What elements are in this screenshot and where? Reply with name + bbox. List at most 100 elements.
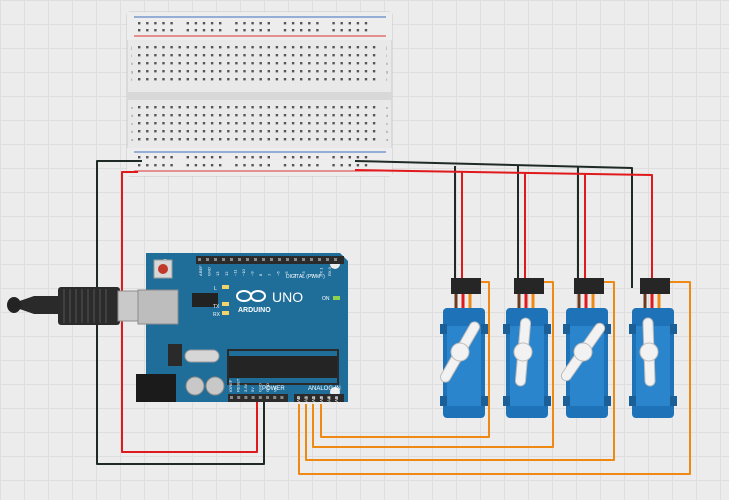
terminal-hole[interactable] xyxy=(300,46,303,49)
rail-hole[interactable] xyxy=(356,156,360,159)
analog-pin[interactable] xyxy=(304,396,308,399)
rail-hole[interactable] xyxy=(138,156,141,159)
terminal-hole[interactable] xyxy=(251,114,254,117)
rail-hole[interactable] xyxy=(308,156,311,159)
terminal-hole[interactable] xyxy=(194,106,198,109)
terminal-hole[interactable] xyxy=(138,46,141,49)
rail-hole[interactable] xyxy=(194,29,198,32)
digital-pin[interactable] xyxy=(326,258,329,261)
terminal-hole[interactable] xyxy=(243,70,246,73)
terminal-hole[interactable] xyxy=(364,106,368,109)
terminal-hole[interactable] xyxy=(300,114,303,117)
rail-hole[interactable] xyxy=(291,156,295,159)
terminal-hole[interactable] xyxy=(308,138,311,141)
terminal-hole[interactable] xyxy=(219,46,222,49)
terminal-hole[interactable] xyxy=(340,54,343,57)
digital-pin[interactable] xyxy=(198,258,201,261)
servo-3[interactable] xyxy=(556,278,611,418)
terminal-hole[interactable] xyxy=(340,70,343,73)
terminal-hole[interactable] xyxy=(372,114,376,117)
servo-2[interactable] xyxy=(503,278,551,418)
terminal-hole[interactable] xyxy=(186,130,189,133)
terminal-hole[interactable] xyxy=(372,62,376,65)
terminal-hole[interactable] xyxy=(146,138,149,141)
terminal-hole[interactable] xyxy=(283,130,287,133)
terminal-hole[interactable] xyxy=(146,106,149,109)
terminal-hole[interactable] xyxy=(243,46,246,49)
terminal-hole[interactable] xyxy=(251,46,254,49)
terminal-hole[interactable] xyxy=(348,62,351,65)
terminal-hole[interactable] xyxy=(243,130,246,133)
terminal-hole[interactable] xyxy=(316,70,319,73)
rail-hole[interactable] xyxy=(235,164,238,167)
terminal-hole[interactable] xyxy=(332,138,335,141)
terminal-hole[interactable] xyxy=(348,114,351,117)
rail-hole[interactable] xyxy=(259,29,262,32)
rail-hole[interactable] xyxy=(340,29,343,32)
rail-hole[interactable] xyxy=(202,156,206,159)
terminal-hole[interactable] xyxy=(348,106,351,109)
power-header[interactable] xyxy=(228,394,288,402)
terminal-hole[interactable] xyxy=(267,130,270,133)
terminal-hole[interactable] xyxy=(259,130,262,133)
terminal-hole[interactable] xyxy=(235,122,238,125)
terminal-hole[interactable] xyxy=(275,62,279,65)
terminal-hole[interactable] xyxy=(178,46,181,49)
analog-header[interactable] xyxy=(294,394,344,402)
terminal-hole[interactable] xyxy=(170,54,173,57)
terminal-hole[interactable] xyxy=(235,106,238,109)
terminal-hole[interactable] xyxy=(243,78,246,81)
terminal-hole[interactable] xyxy=(316,78,319,81)
terminal-hole[interactable] xyxy=(154,46,157,49)
digital-pin[interactable] xyxy=(230,258,233,261)
terminal-hole[interactable] xyxy=(372,122,376,125)
terminal-hole[interactable] xyxy=(202,106,206,109)
terminal-hole[interactable] xyxy=(259,122,262,125)
servo-horn[interactable] xyxy=(435,318,485,386)
terminal-hole[interactable] xyxy=(227,130,230,133)
terminal-hole[interactable] xyxy=(275,70,279,73)
terminal-hole[interactable] xyxy=(308,122,311,125)
terminal-hole[interactable] xyxy=(202,114,206,117)
terminal-hole[interactable] xyxy=(138,138,141,141)
terminal-hole[interactable] xyxy=(324,46,327,49)
terminal-hole[interactable] xyxy=(170,138,173,141)
terminal-hole[interactable] xyxy=(316,46,319,49)
terminal-hole[interactable] xyxy=(243,62,246,65)
terminal-hole[interactable] xyxy=(227,54,230,57)
terminal-hole[interactable] xyxy=(162,54,165,57)
terminal-hole[interactable] xyxy=(210,122,214,125)
terminal-hole[interactable] xyxy=(186,114,189,117)
terminal-hole[interactable] xyxy=(291,122,295,125)
rail-hole[interactable] xyxy=(267,164,270,167)
terminal-hole[interactable] xyxy=(283,122,287,125)
rail-hole[interactable] xyxy=(251,164,254,167)
digital-pin[interactable] xyxy=(286,258,289,261)
terminal-hole[interactable] xyxy=(300,78,303,81)
terminal-hole[interactable] xyxy=(202,122,206,125)
terminal-hole[interactable] xyxy=(356,138,360,141)
terminal-hole[interactable] xyxy=(275,78,279,81)
terminal-hole[interactable] xyxy=(300,138,303,141)
arduino-uno-board[interactable]: ARDUINO UNO DIGITAL (PWM~) POWER ANALOG … xyxy=(136,253,348,402)
rail-hole[interactable] xyxy=(138,29,141,32)
terminal-hole[interactable] xyxy=(308,130,311,133)
terminal-hole[interactable] xyxy=(138,106,141,109)
terminal-hole[interactable] xyxy=(332,122,335,125)
terminal-hole[interactable] xyxy=(267,138,270,141)
terminal-hole[interactable] xyxy=(340,78,343,81)
terminal-hole[interactable] xyxy=(251,54,254,57)
rail-hole[interactable] xyxy=(146,156,149,159)
digital-pin[interactable] xyxy=(310,258,313,261)
terminal-hole[interactable] xyxy=(162,114,165,117)
terminal-hole[interactable] xyxy=(194,122,198,125)
terminal-hole[interactable] xyxy=(364,130,368,133)
terminal-hole[interactable] xyxy=(308,70,311,73)
rail-hole[interactable] xyxy=(259,164,262,167)
terminal-hole[interactable] xyxy=(235,62,238,65)
rail-hole[interactable] xyxy=(186,29,189,32)
rail-hole[interactable] xyxy=(316,156,319,159)
rail-hole[interactable] xyxy=(154,22,157,25)
rail-hole[interactable] xyxy=(162,22,165,25)
terminal-hole[interactable] xyxy=(316,122,319,125)
